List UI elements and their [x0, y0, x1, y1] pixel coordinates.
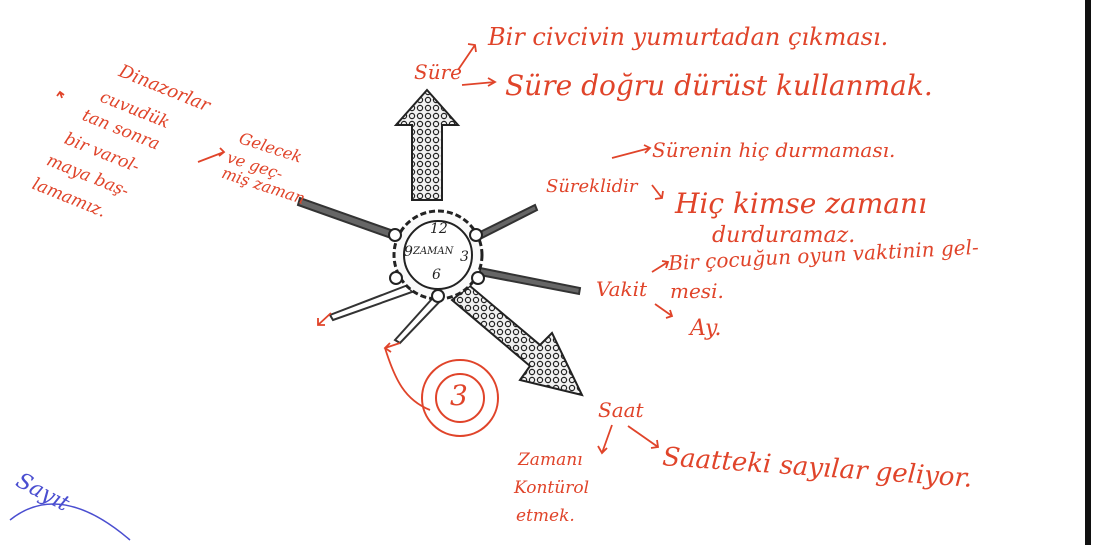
sure-item-1: Bir civcivin yumurtadan çıkması. — [488, 25, 888, 49]
clock-3: 3 — [460, 250, 469, 264]
signature-mark — [10, 504, 130, 540]
circled-number-text: 3 — [450, 382, 468, 410]
clock-6: 6 — [432, 268, 441, 282]
saat-note-3: etmek. — [516, 508, 575, 525]
branch-sure-label: Süre — [414, 62, 462, 82]
sureklidir-item-2: Hiç kimse zamanı — [675, 190, 927, 218]
clock-9: 9 — [404, 245, 413, 259]
arrow-down-saat — [452, 286, 582, 395]
clock-label: ZAMAN — [413, 247, 453, 257]
sure-item-2: Süre doğru dürüst kullanmak. — [505, 72, 933, 100]
branch-vakit-label: Vakit — [596, 279, 647, 299]
vakit-item-line-2: mesi. — [670, 281, 724, 301]
clock-12: 12 — [430, 222, 448, 236]
arrow-up-sure — [396, 90, 458, 200]
vakit-item-2: Ay. — [690, 318, 722, 340]
saat-note-1: Zamanı — [518, 452, 583, 469]
sureklidir-item-1: Sürenin hiç durmaması. — [652, 140, 895, 160]
branch-saat-label: Saat — [598, 400, 644, 420]
saat-note-2: Kontürol — [514, 480, 589, 497]
branch-sureklidir-label: Süreklidir — [546, 178, 638, 196]
